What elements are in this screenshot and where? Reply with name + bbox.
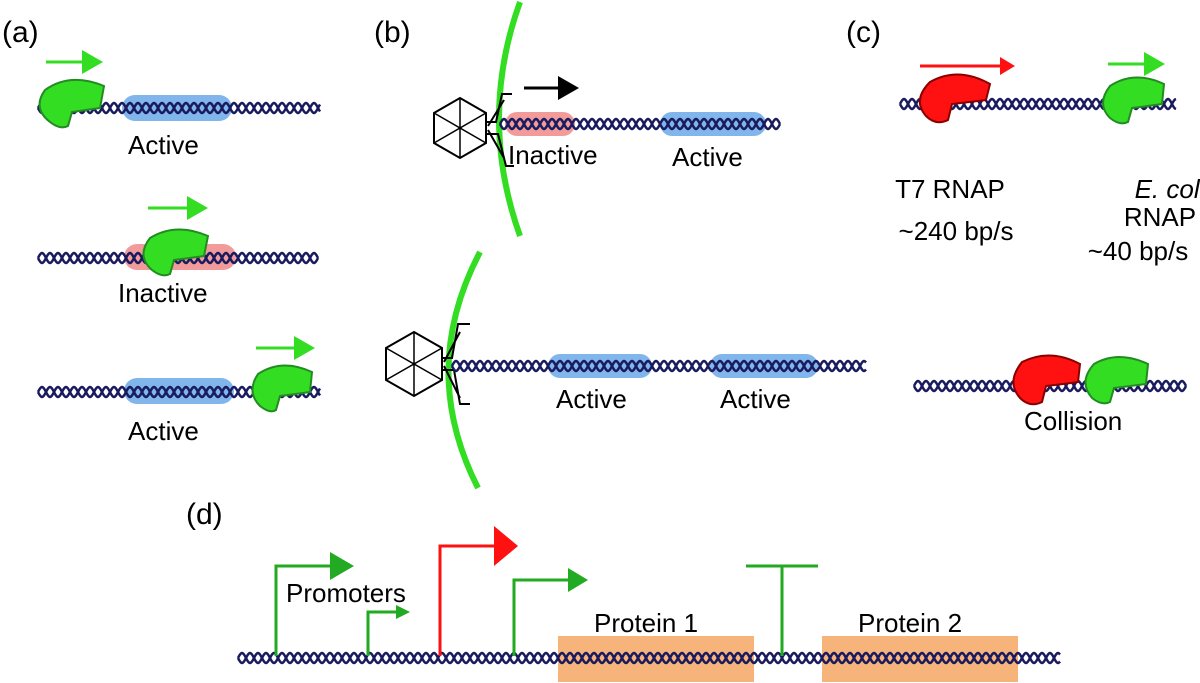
promoter-arrowhead <box>568 568 588 592</box>
panel-d-label: (d) <box>186 498 223 531</box>
dna-strand <box>450 359 867 373</box>
t7-rnap <box>1012 354 1082 406</box>
panel-c-label: (c) <box>846 16 881 49</box>
active-region <box>660 112 766 136</box>
promoter-arrowhead <box>330 552 354 580</box>
promoter-arrow <box>512 578 570 656</box>
dna-backbone <box>450 359 867 373</box>
dna-backbone <box>498 117 782 131</box>
top-active-label: Active <box>672 142 743 172</box>
dna-backbone <box>36 251 320 265</box>
t7-rnap <box>919 73 992 124</box>
t7-promoter-arrowhead <box>494 526 518 566</box>
promoter-arrowhead <box>396 605 410 619</box>
ecoli-rnap <box>1084 356 1150 405</box>
bottom-active-label-1: Active <box>556 384 627 414</box>
active-region <box>122 95 232 121</box>
active-region <box>548 354 652 378</box>
t7-name: T7 RNAP <box>895 174 1005 204</box>
phage <box>385 323 470 405</box>
top-inactive-label: Inactive <box>508 140 598 170</box>
t7-promoter-arrow <box>438 544 494 656</box>
ecoli-speed: ~40 bp/s <box>1088 236 1188 266</box>
dna-strand <box>498 117 782 131</box>
row2-label: Inactive <box>118 278 208 308</box>
ecoli-rnap <box>251 364 314 413</box>
protein2-label: Protein 2 <box>858 608 962 638</box>
t7-speed: ~240 bp/s <box>899 216 1014 246</box>
phage <box>433 93 514 167</box>
row1-label: Active <box>128 130 199 160</box>
active-region <box>124 378 234 404</box>
dna-backbone <box>236 651 1061 665</box>
ecoli-rnap <box>1102 76 1166 125</box>
panel-b-label: (b) <box>374 16 411 49</box>
ecoli-rnap-label: RNAP <box>1124 202 1196 232</box>
collision-label: Collision <box>1024 406 1122 436</box>
row3-label: Active <box>128 416 199 446</box>
ecoli-rnap <box>38 78 106 129</box>
promoter-arrow <box>366 610 398 656</box>
promoter-arrow <box>274 564 334 656</box>
bottom-active-label-2: Active <box>720 384 791 414</box>
ecoli-rnap <box>142 228 210 277</box>
membrane <box>496 0 523 238</box>
ecoli-name: E. coli <box>1135 174 1200 204</box>
promoters-label: Promoters <box>286 578 406 608</box>
protein1-label: Protein 1 <box>594 608 698 638</box>
terminator <box>746 564 818 656</box>
dna-strand <box>236 651 1061 665</box>
panel-a-label: (a) <box>2 16 39 49</box>
dna-backbone <box>498 117 782 131</box>
dna-backbone <box>236 651 1061 665</box>
dna-backbone <box>450 359 867 373</box>
